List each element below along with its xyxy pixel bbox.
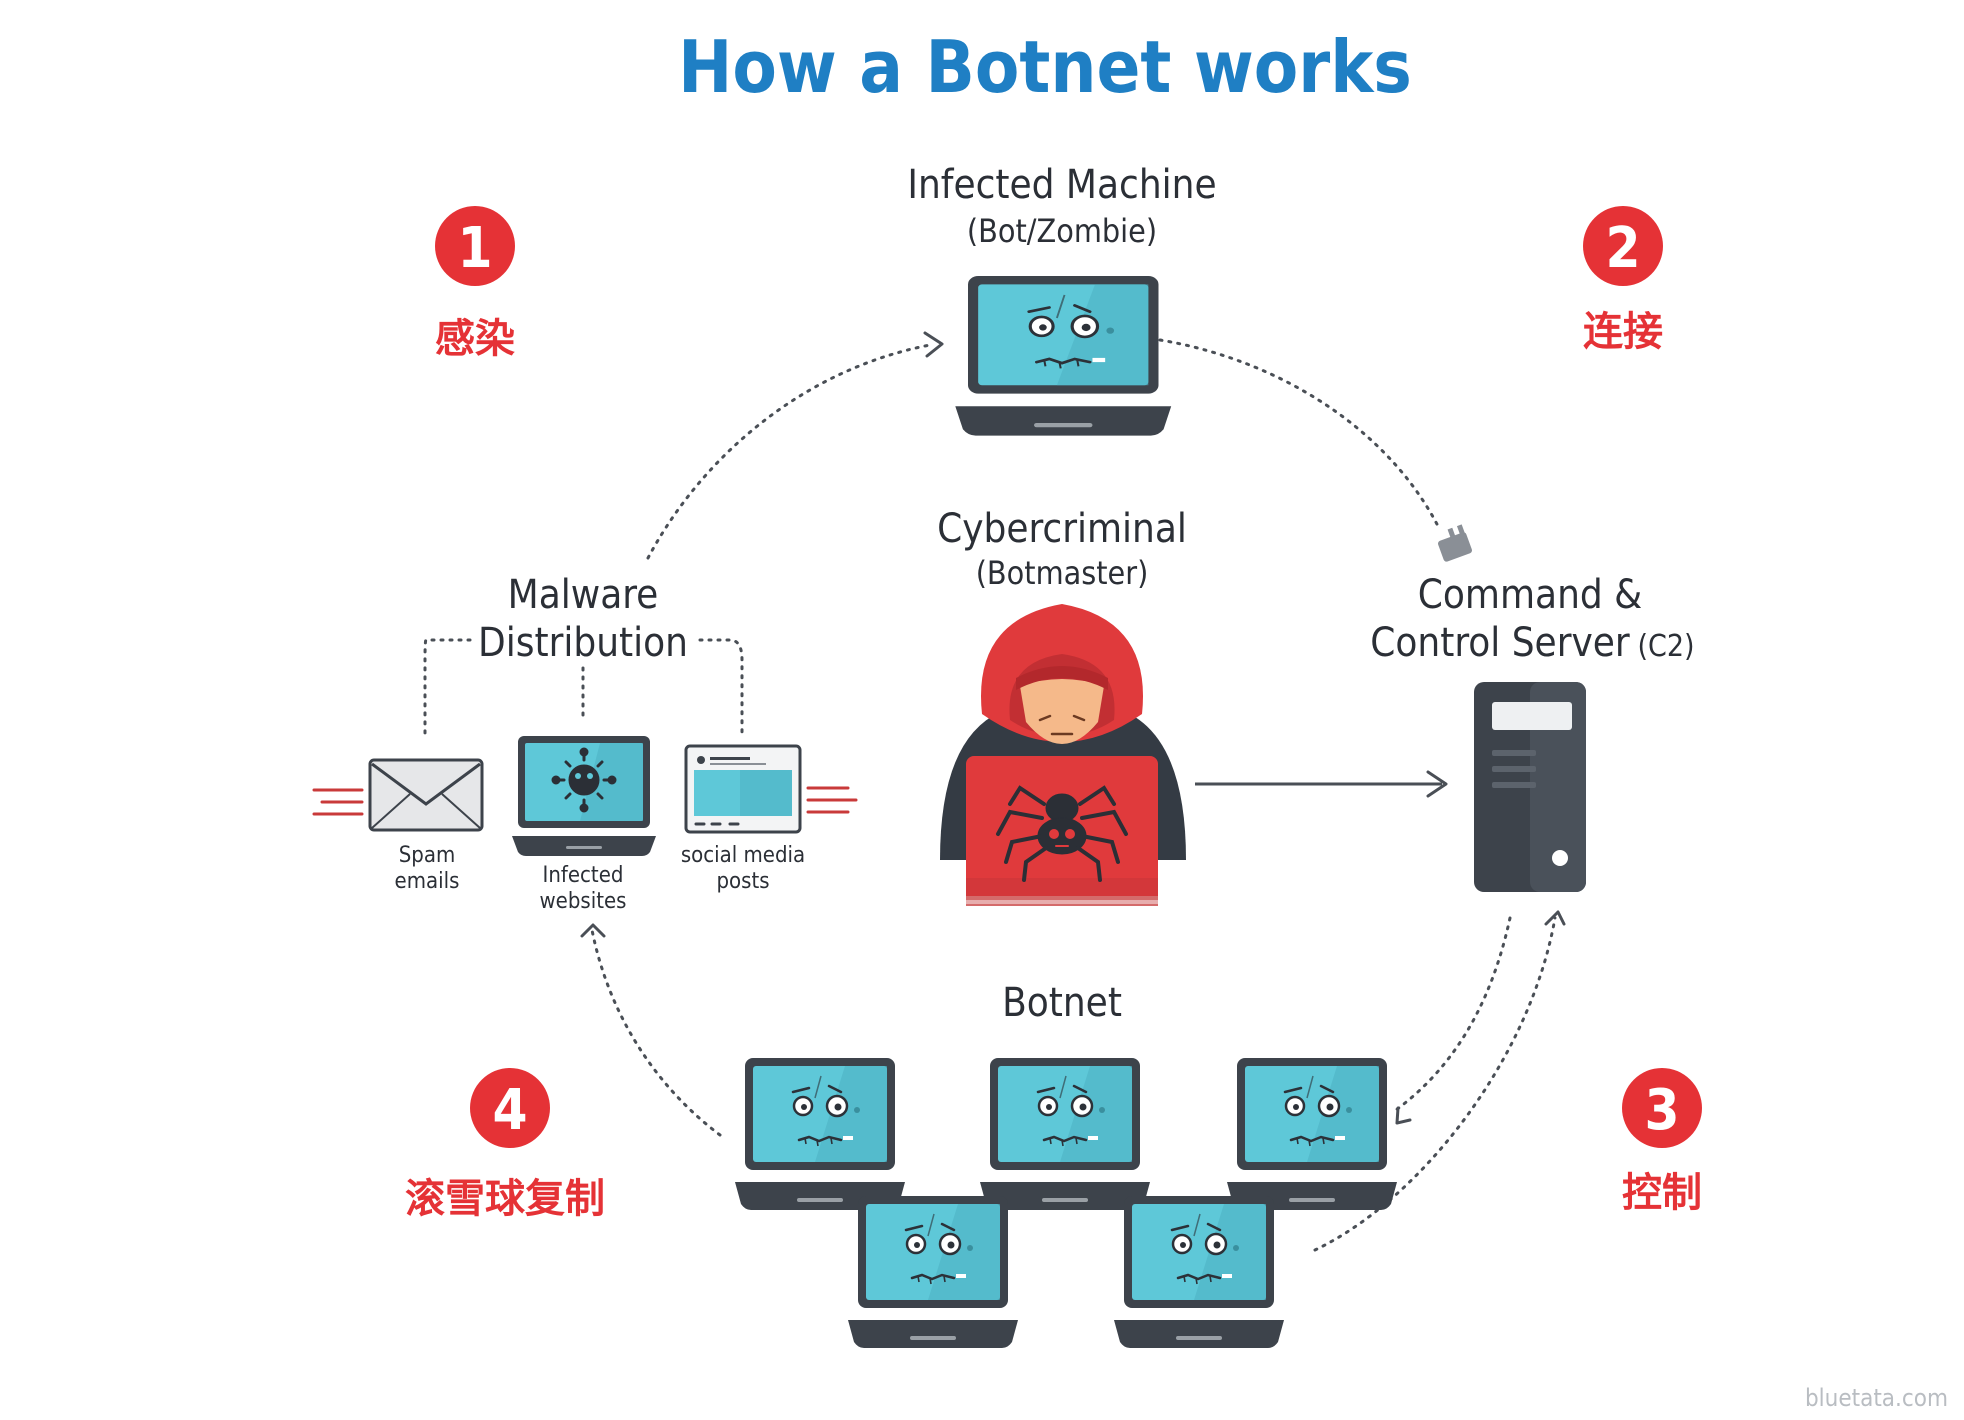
infected-machine-title: Infected Machine (907, 162, 1216, 208)
path-infected-to-c2 (1158, 338, 1442, 532)
cybercriminal-title: Cybercriminal (937, 506, 1187, 552)
step-2-number: 2 (1605, 216, 1640, 281)
server-icon (1474, 682, 1586, 892)
arrowhead-to-malware (580, 923, 606, 938)
infected-machine-laptop-icon (953, 274, 1173, 438)
step-3-badge (1622, 1068, 1702, 1148)
spam-label-line1: Spam (399, 843, 456, 868)
step-4-badge (470, 1068, 550, 1148)
malware-title-line2: Distribution (478, 620, 688, 666)
c2-title-line1: Command & (1418, 572, 1642, 618)
cycle-connectors (423, 338, 1557, 1252)
step-4: 4 滚雪球复制 (405, 1068, 605, 1222)
websites-label-line1: Infected (543, 863, 624, 888)
infected-machine-subtitle: (Bot/Zombie) (967, 212, 1157, 250)
malware-title-line1: Malware (508, 572, 659, 618)
watermark: bluetata.com (1805, 1384, 1948, 1412)
step-3-label: 控制 (1622, 1170, 1702, 1216)
path-malware-to-infected (646, 343, 932, 560)
step-1-badge (435, 206, 515, 286)
c2-title-line2: Control Server (1370, 620, 1630, 666)
path-c2-to-botnet (1394, 916, 1512, 1112)
cybercriminal-subtitle: (Botmaster) (976, 554, 1149, 592)
arrowhead-to-c2 (1544, 910, 1566, 926)
botnet-title: Botnet (1002, 980, 1122, 1026)
arrowhead-to-botnet (1395, 1106, 1412, 1125)
step-2-label: 连接 (1583, 309, 1663, 355)
botnet-laptop-icon (978, 1056, 1152, 1212)
step-1-number: 1 (457, 216, 492, 281)
page-title: How a Botnet works (678, 25, 1412, 109)
command-arrow (1195, 770, 1448, 798)
websites-label-line2: websites (539, 889, 626, 914)
social-label-line1: social media (681, 843, 805, 868)
infected-website-laptop-icon (512, 736, 656, 856)
step-3: 3 控制 (1622, 1068, 1702, 1216)
step-1-label: 感染 (435, 316, 515, 362)
step-2-badge (1583, 206, 1663, 286)
social-media-post-icon (684, 744, 858, 834)
step-4-label: 滚雪球复制 (405, 1176, 605, 1222)
plug-icon (1437, 524, 1473, 562)
path-botnet-to-malware (590, 928, 722, 1137)
hacker-icon (940, 604, 1186, 906)
branch-spam (423, 638, 472, 740)
step-4-number: 4 (492, 1078, 527, 1143)
spam-email-icon (312, 758, 484, 832)
step-1: 1 感染 (435, 206, 515, 362)
path-botnet-to-c2 (1313, 916, 1557, 1252)
arrowhead-to-infected (923, 331, 944, 358)
botnet-laptop-icon (733, 1056, 907, 1212)
social-label-line2: posts (716, 869, 769, 894)
c2-abbr: (C2) (1637, 629, 1694, 664)
botnet-laptop-icon (1225, 1056, 1399, 1212)
botnet-laptop-icon (846, 1194, 1020, 1350)
step-3-number: 3 (1644, 1078, 1679, 1143)
botnet-laptop-icon (1112, 1194, 1286, 1350)
branch-social (698, 638, 744, 740)
spam-label-line2: emails (395, 869, 460, 894)
cycle-arrowheads (580, 331, 1566, 1125)
step-2: 2 连接 (1583, 206, 1663, 355)
